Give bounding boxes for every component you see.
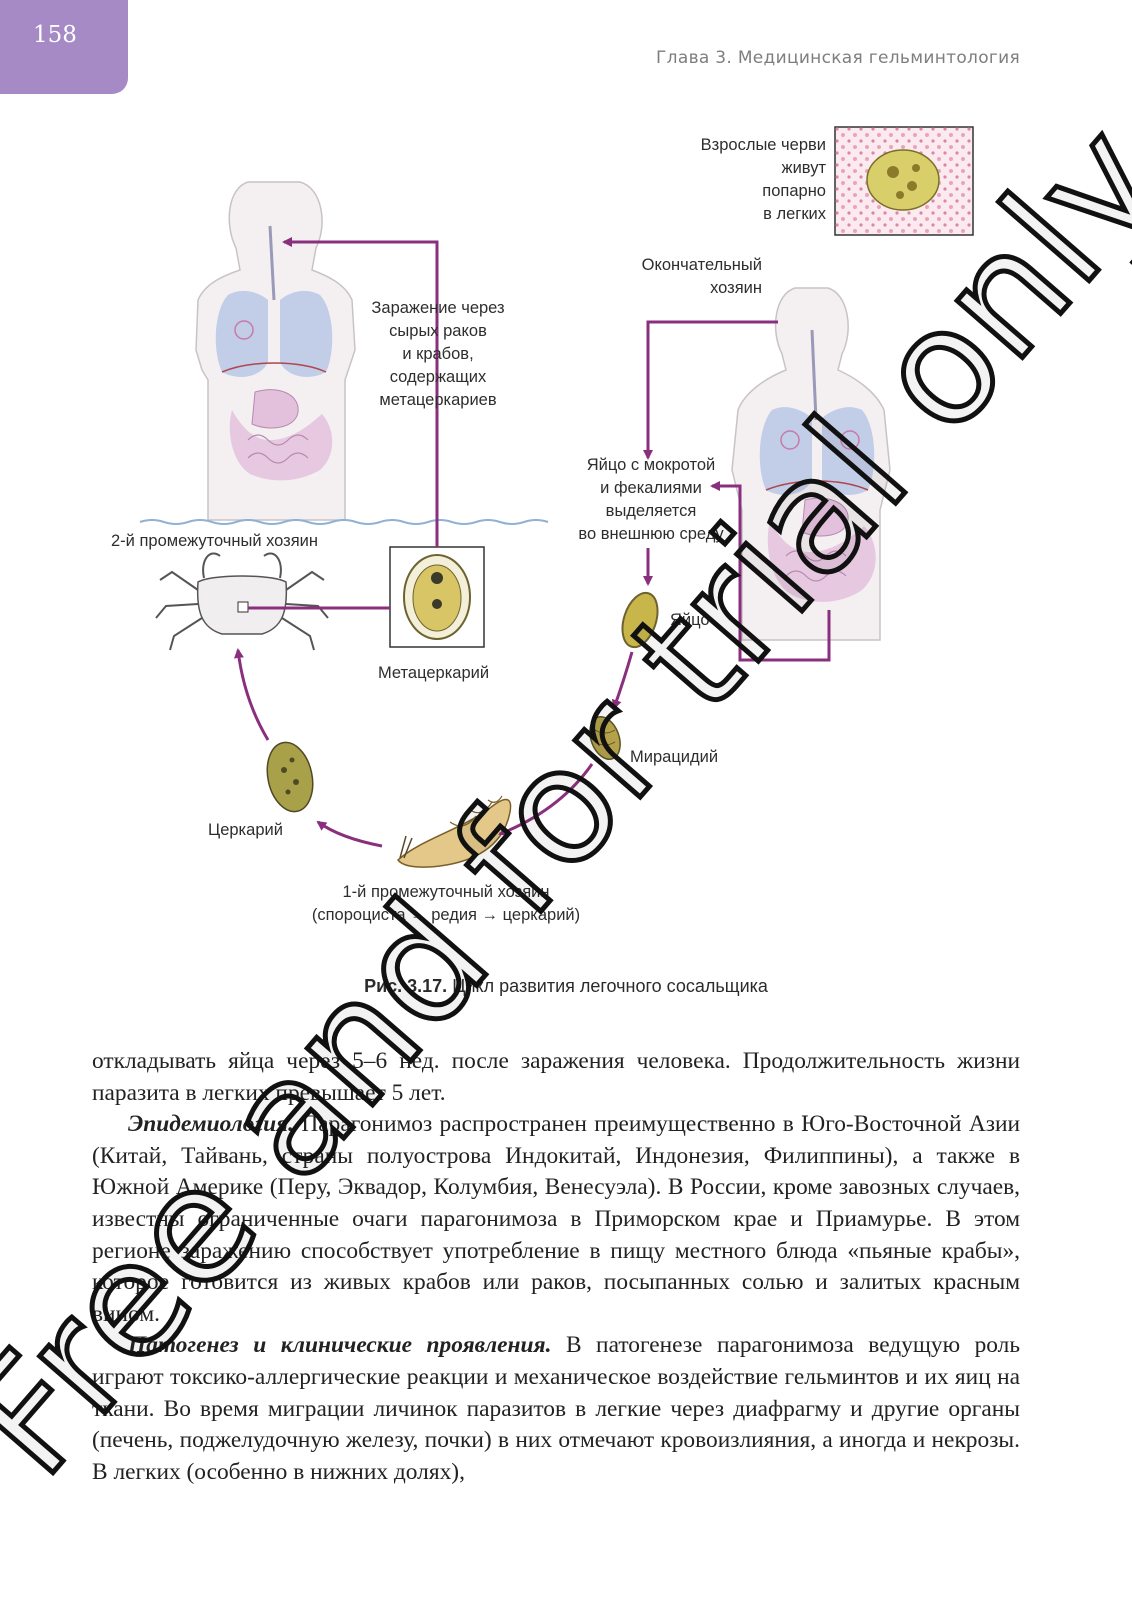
miracidium-illustration bbox=[589, 716, 621, 760]
water-line bbox=[139, 519, 549, 525]
epidemiology-text: Парагонимоз распространен преимущественн… bbox=[92, 1111, 1020, 1327]
body-text: откладывать яйца через 5–6 нед. после за… bbox=[92, 1046, 1020, 1488]
epidemiology-heading: Эпидемиология. bbox=[128, 1111, 295, 1138]
stomach-right bbox=[801, 497, 849, 537]
running-head: Глава 3. Медицинская гельминтология bbox=[656, 48, 1020, 68]
label-adult-worms: Взрослые черви живут попарно в легких bbox=[700, 136, 826, 223]
human-figure-left bbox=[195, 181, 356, 521]
paragraph-epidemiology: Эпидемиология. Парагонимоз распространен… bbox=[92, 1109, 1020, 1330]
label-miracidium: Мирацидий bbox=[630, 748, 719, 766]
label-first-intermediate-host: 1-й промежуточный хозяин (спороциста → р… bbox=[311, 883, 581, 924]
label-second-intermediate-host: 2-й промежуточный хозяин bbox=[111, 532, 319, 550]
arrow-cercaria-to-crab bbox=[233, 648, 270, 741]
pathogenesis-heading: Патогенез и клинические проявления. bbox=[128, 1332, 552, 1359]
stomach-left bbox=[251, 389, 299, 429]
life-cycle-diagram bbox=[139, 126, 974, 868]
label-egg-release: Яйцо с мокротой и фекалиями выделяется в… bbox=[578, 456, 724, 543]
label-egg: Яйцо bbox=[670, 611, 710, 629]
intestine-right bbox=[767, 520, 876, 602]
arrow-from-mouth bbox=[643, 320, 778, 460]
crab-illustration bbox=[155, 552, 329, 651]
lungs-left bbox=[215, 290, 333, 377]
figure-caption-number: Рис. 3.17. bbox=[364, 976, 448, 996]
arrow-infection bbox=[282, 237, 439, 547]
life-cycle-arrows bbox=[233, 237, 831, 848]
paragraph-pathogenesis: Патогенез и клинические проявления. В па… bbox=[92, 1330, 1020, 1488]
label-metacercaria: Метацеркарий bbox=[378, 664, 490, 682]
arrow-miracidium-to-snail bbox=[498, 763, 594, 836]
page-number: 158 bbox=[33, 22, 77, 48]
cercaria-illustration bbox=[266, 741, 314, 813]
arrow-egg-to-miracidium bbox=[611, 651, 634, 710]
snail-illustration bbox=[396, 795, 512, 868]
paragraph-continuation: откладывать яйца через 5–6 нед. после за… bbox=[92, 1048, 1020, 1106]
label-definitive-host: Окончательный хозяин bbox=[641, 256, 762, 297]
page-number-tab: 158 bbox=[0, 0, 128, 94]
lung-tissue-inset bbox=[834, 126, 974, 236]
lungs-right bbox=[759, 407, 875, 495]
label-infection: Заражение через сырых раков и крабов, со… bbox=[371, 299, 505, 409]
metacercaria-illustration bbox=[389, 546, 485, 648]
intestine-left bbox=[229, 410, 333, 481]
egg-illustration bbox=[621, 591, 659, 649]
human-figure-right bbox=[731, 287, 891, 641]
pathogenesis-text: В патогенезе парагонимоза ведущую роль и… bbox=[92, 1332, 1021, 1485]
life-cycle-figure: Взрослые черви живут попарно в легких Ок… bbox=[0, 126, 1132, 997]
label-cercaria: Церкарий bbox=[208, 821, 283, 839]
figure-caption: Рис. 3.17. Цикл развития легочного сосал… bbox=[0, 976, 1132, 997]
figure-caption-text: Цикл развития легочного сосальщика bbox=[447, 976, 768, 996]
arrow-snail-to-cercaria bbox=[316, 820, 383, 848]
arrow-from-intestine bbox=[710, 481, 831, 662]
